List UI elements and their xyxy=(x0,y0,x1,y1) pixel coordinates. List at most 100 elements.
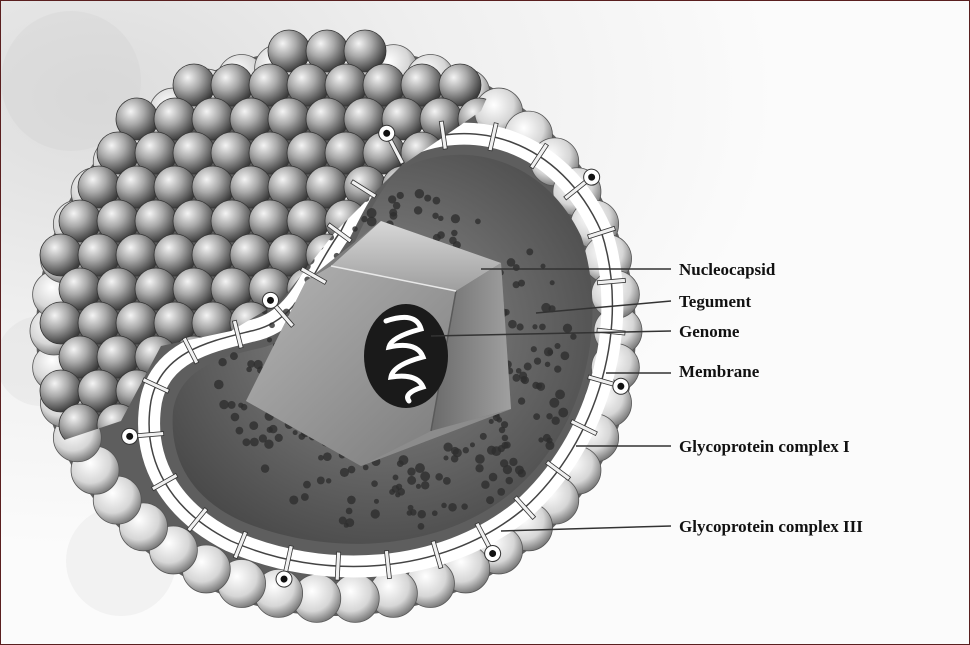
tegument-particle xyxy=(395,492,400,497)
tegument-particle xyxy=(361,216,367,222)
tegument-particle xyxy=(441,503,447,509)
tegument-particle xyxy=(432,213,438,219)
tegument-particle xyxy=(414,206,422,214)
tegument-particle xyxy=(415,189,424,198)
label-membrane: Membrane xyxy=(679,362,760,381)
tegument-particle xyxy=(218,358,226,366)
tegument-particle xyxy=(518,280,525,287)
label-glycoprotein-complex-3: Glycoprotein complex III xyxy=(679,517,863,536)
tegument-particle xyxy=(451,455,459,463)
tegument-particle xyxy=(435,473,443,481)
tegument-particle xyxy=(420,471,430,481)
tegument-particle xyxy=(318,455,324,461)
tegument-particle xyxy=(538,437,543,442)
tegument-particle xyxy=(513,374,521,382)
tegument-particle xyxy=(532,324,537,329)
tegument-particle xyxy=(451,230,457,236)
tegument-particle xyxy=(418,523,425,530)
tegument-particle xyxy=(551,417,559,425)
tegument-particle xyxy=(515,465,524,474)
tegument-particle xyxy=(301,493,309,501)
tegument-particle xyxy=(219,400,228,409)
tegument-particle xyxy=(475,464,483,472)
tegument-particle xyxy=(517,323,524,330)
tegument-particle xyxy=(410,509,417,516)
tegument-particle xyxy=(374,499,379,504)
tegument-particle xyxy=(345,518,354,527)
tegument-particle xyxy=(521,376,529,384)
tegument-particle xyxy=(550,280,555,285)
tegument-particle xyxy=(269,322,275,328)
tegument-particle xyxy=(546,413,552,419)
tegument-particle xyxy=(416,484,421,489)
tegument-particle xyxy=(533,413,540,420)
tegument-particle xyxy=(371,509,380,518)
tegument-particle xyxy=(214,380,224,390)
tegument-particle xyxy=(418,510,426,518)
tegument-particle xyxy=(480,433,487,440)
tegument-particle xyxy=(323,452,332,461)
tegument-particle xyxy=(388,195,396,203)
tegument-particle xyxy=(231,413,240,422)
tegument-particle xyxy=(363,465,369,471)
tegument-particle xyxy=(371,480,378,487)
tegument-particle xyxy=(500,459,508,467)
tegument-particle xyxy=(250,438,259,447)
tegument-particle xyxy=(267,427,273,433)
tegument-particle xyxy=(346,508,353,515)
tegument-particle xyxy=(554,343,560,349)
tegument-particle xyxy=(443,455,448,460)
tegument-particle xyxy=(367,217,377,227)
tegument-particle xyxy=(555,389,565,399)
tegument-particle xyxy=(397,192,404,199)
tegument-particle xyxy=(463,447,469,453)
label-genome: Genome xyxy=(679,322,740,341)
tegument-particle xyxy=(389,489,395,495)
tegument-particle xyxy=(261,464,269,472)
tegument-particle xyxy=(540,264,545,269)
tegument-particle xyxy=(451,214,460,223)
tegument-particle xyxy=(267,337,272,342)
tegument-particle xyxy=(275,434,283,442)
tegument-particle xyxy=(489,473,498,482)
tegument-particle xyxy=(518,397,525,404)
tegument-particle xyxy=(415,463,425,473)
tegument-particle xyxy=(499,427,505,433)
tegument-particle xyxy=(241,404,248,411)
tegument-particle xyxy=(545,362,550,367)
tegument-particle xyxy=(407,476,416,485)
tegument-particle xyxy=(489,419,494,424)
tegument-particle xyxy=(558,408,568,418)
tegument-particle xyxy=(498,445,505,452)
tegument-particle xyxy=(347,496,356,505)
tegument-particle xyxy=(509,458,517,466)
tegument-particle xyxy=(352,226,357,231)
tegument-particle xyxy=(299,433,306,440)
tegument-particle xyxy=(549,398,559,408)
label-glycoprotein-complex-1: Glycoprotein complex I xyxy=(679,437,850,456)
tegument-particle xyxy=(537,382,546,391)
label-nucleocapsid: Nucleocapsid xyxy=(679,260,776,279)
tegument-particle xyxy=(475,219,481,225)
tegument-particle xyxy=(303,481,311,489)
tegument-particle xyxy=(438,216,443,221)
tegument-particle xyxy=(424,195,431,202)
tegument-particle xyxy=(475,454,485,464)
tegument-particle xyxy=(247,360,255,368)
tegument-particle xyxy=(534,357,541,364)
tegument-particle xyxy=(502,435,509,442)
tegument-particle xyxy=(242,438,250,446)
tegument-particle xyxy=(293,430,298,435)
tegument-particle xyxy=(570,333,576,339)
tegument-particle xyxy=(236,427,244,435)
tegument-particle xyxy=(399,455,409,465)
tegument-particle xyxy=(526,248,533,255)
tegument-particle xyxy=(432,510,438,516)
tegument-particle xyxy=(317,477,325,485)
tegument-particle xyxy=(487,446,496,455)
tegument-particle xyxy=(524,363,532,371)
tegument-particle xyxy=(531,346,537,352)
tegument-particle xyxy=(539,324,546,331)
